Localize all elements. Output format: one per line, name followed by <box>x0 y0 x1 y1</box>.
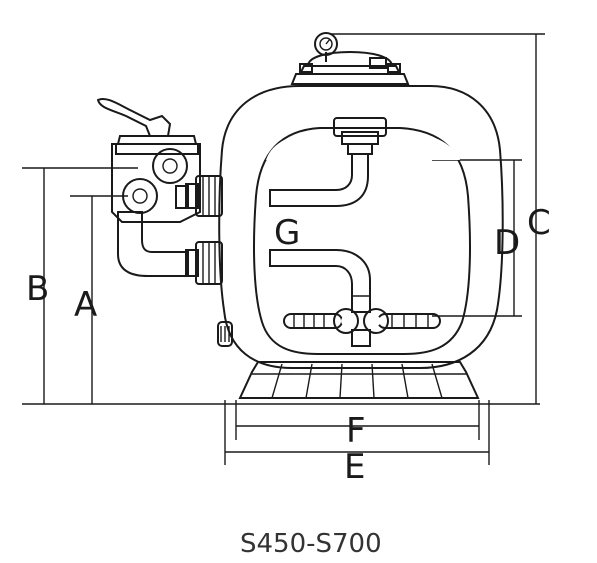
sand-media <box>253 127 471 355</box>
internal-plumbing <box>269 117 441 347</box>
pressure-gauge-icon <box>314 32 338 56</box>
dimension-b-label: B <box>26 269 49 309</box>
multiport-valve <box>96 98 201 277</box>
dimension-d-label: D <box>494 223 520 263</box>
filter-tank <box>217 85 504 369</box>
model-caption: S450-S700 <box>240 529 382 559</box>
dimension-f-label: F <box>346 411 366 451</box>
dimension-e-label: E <box>344 447 365 487</box>
dimension-c-label: C <box>527 203 551 243</box>
filter-lid <box>290 32 410 85</box>
valve-handle-icon <box>96 98 172 137</box>
dimension-a-label: A <box>74 285 97 325</box>
valve-port-front-icon <box>122 178 158 214</box>
tank-unions <box>185 175 223 285</box>
valve-port-top-icon <box>152 148 188 184</box>
filter-base <box>238 361 480 399</box>
dimension-g-label: G <box>274 213 300 253</box>
reference-lines <box>22 33 545 465</box>
dimension-lines <box>43 34 537 453</box>
